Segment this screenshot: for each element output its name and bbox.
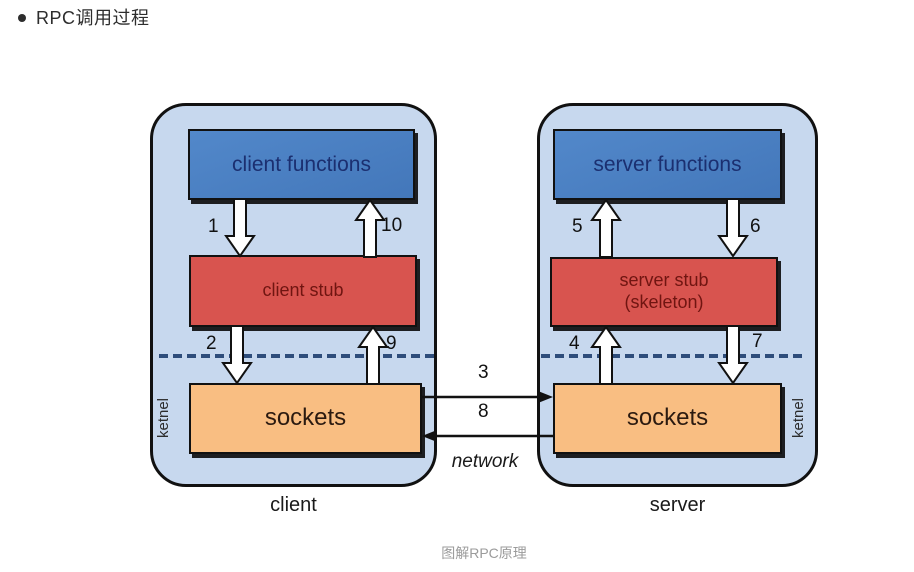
server-panel-label: server bbox=[649, 494, 706, 516]
client-panel-label: client bbox=[270, 494, 317, 516]
client-stub-label: client stub bbox=[262, 280, 344, 301]
step-6-label: 6 bbox=[750, 216, 761, 237]
arrow-down-step6-icon bbox=[717, 198, 749, 258]
figure-caption: 图解RPC原理 bbox=[441, 545, 527, 561]
arrow-up-step5-icon bbox=[590, 198, 622, 258]
network-request-arrow-icon bbox=[421, 390, 554, 404]
kernel-label-server: ketnel bbox=[790, 397, 807, 439]
client-functions-label: client functions bbox=[232, 152, 371, 176]
client-sockets-label: sockets bbox=[264, 404, 347, 432]
kernel-boundary-server bbox=[541, 354, 803, 358]
server-functions-box: server functions bbox=[553, 129, 782, 200]
server-stub-label: server stub (skeleton) bbox=[619, 270, 709, 312]
step-8-label: 8 bbox=[478, 401, 489, 422]
arrow-up-step9-icon bbox=[357, 325, 389, 385]
arrow-down-step1-icon bbox=[224, 198, 256, 258]
server-sockets-label: sockets bbox=[626, 404, 709, 432]
step-7-label: 7 bbox=[752, 331, 763, 352]
step-3-label: 3 bbox=[478, 362, 489, 383]
heading-row: RPC调用过程 bbox=[16, 4, 150, 30]
kernel-boundary-client bbox=[159, 354, 435, 358]
network-label: network bbox=[451, 451, 519, 472]
server-sockets-box: sockets bbox=[553, 383, 782, 454]
arrow-down-step2-icon bbox=[221, 325, 253, 385]
step-9-label: 9 bbox=[386, 333, 397, 354]
network-response-arrow-icon bbox=[421, 429, 554, 443]
arrow-down-step7-icon bbox=[717, 325, 749, 385]
arrow-up-step10-icon bbox=[354, 198, 386, 258]
step-10-label: 10 bbox=[381, 215, 403, 236]
server-stub-box: server stub (skeleton) bbox=[550, 257, 778, 327]
client-stub-box: client stub bbox=[189, 255, 417, 327]
step-1-label: 1 bbox=[208, 216, 219, 237]
step-4-label: 4 bbox=[569, 333, 580, 354]
client-functions-box: client functions bbox=[188, 129, 415, 200]
client-sockets-box: sockets bbox=[189, 383, 422, 454]
kernel-label-client: ketnel bbox=[155, 397, 172, 439]
list-bullet-icon bbox=[18, 14, 26, 22]
page-title: RPC调用过程 bbox=[36, 8, 150, 28]
step-5-label: 5 bbox=[572, 216, 583, 237]
step-2-label: 2 bbox=[206, 333, 217, 354]
server-functions-label: server functions bbox=[593, 152, 742, 176]
arrow-up-step4-icon bbox=[590, 325, 622, 385]
